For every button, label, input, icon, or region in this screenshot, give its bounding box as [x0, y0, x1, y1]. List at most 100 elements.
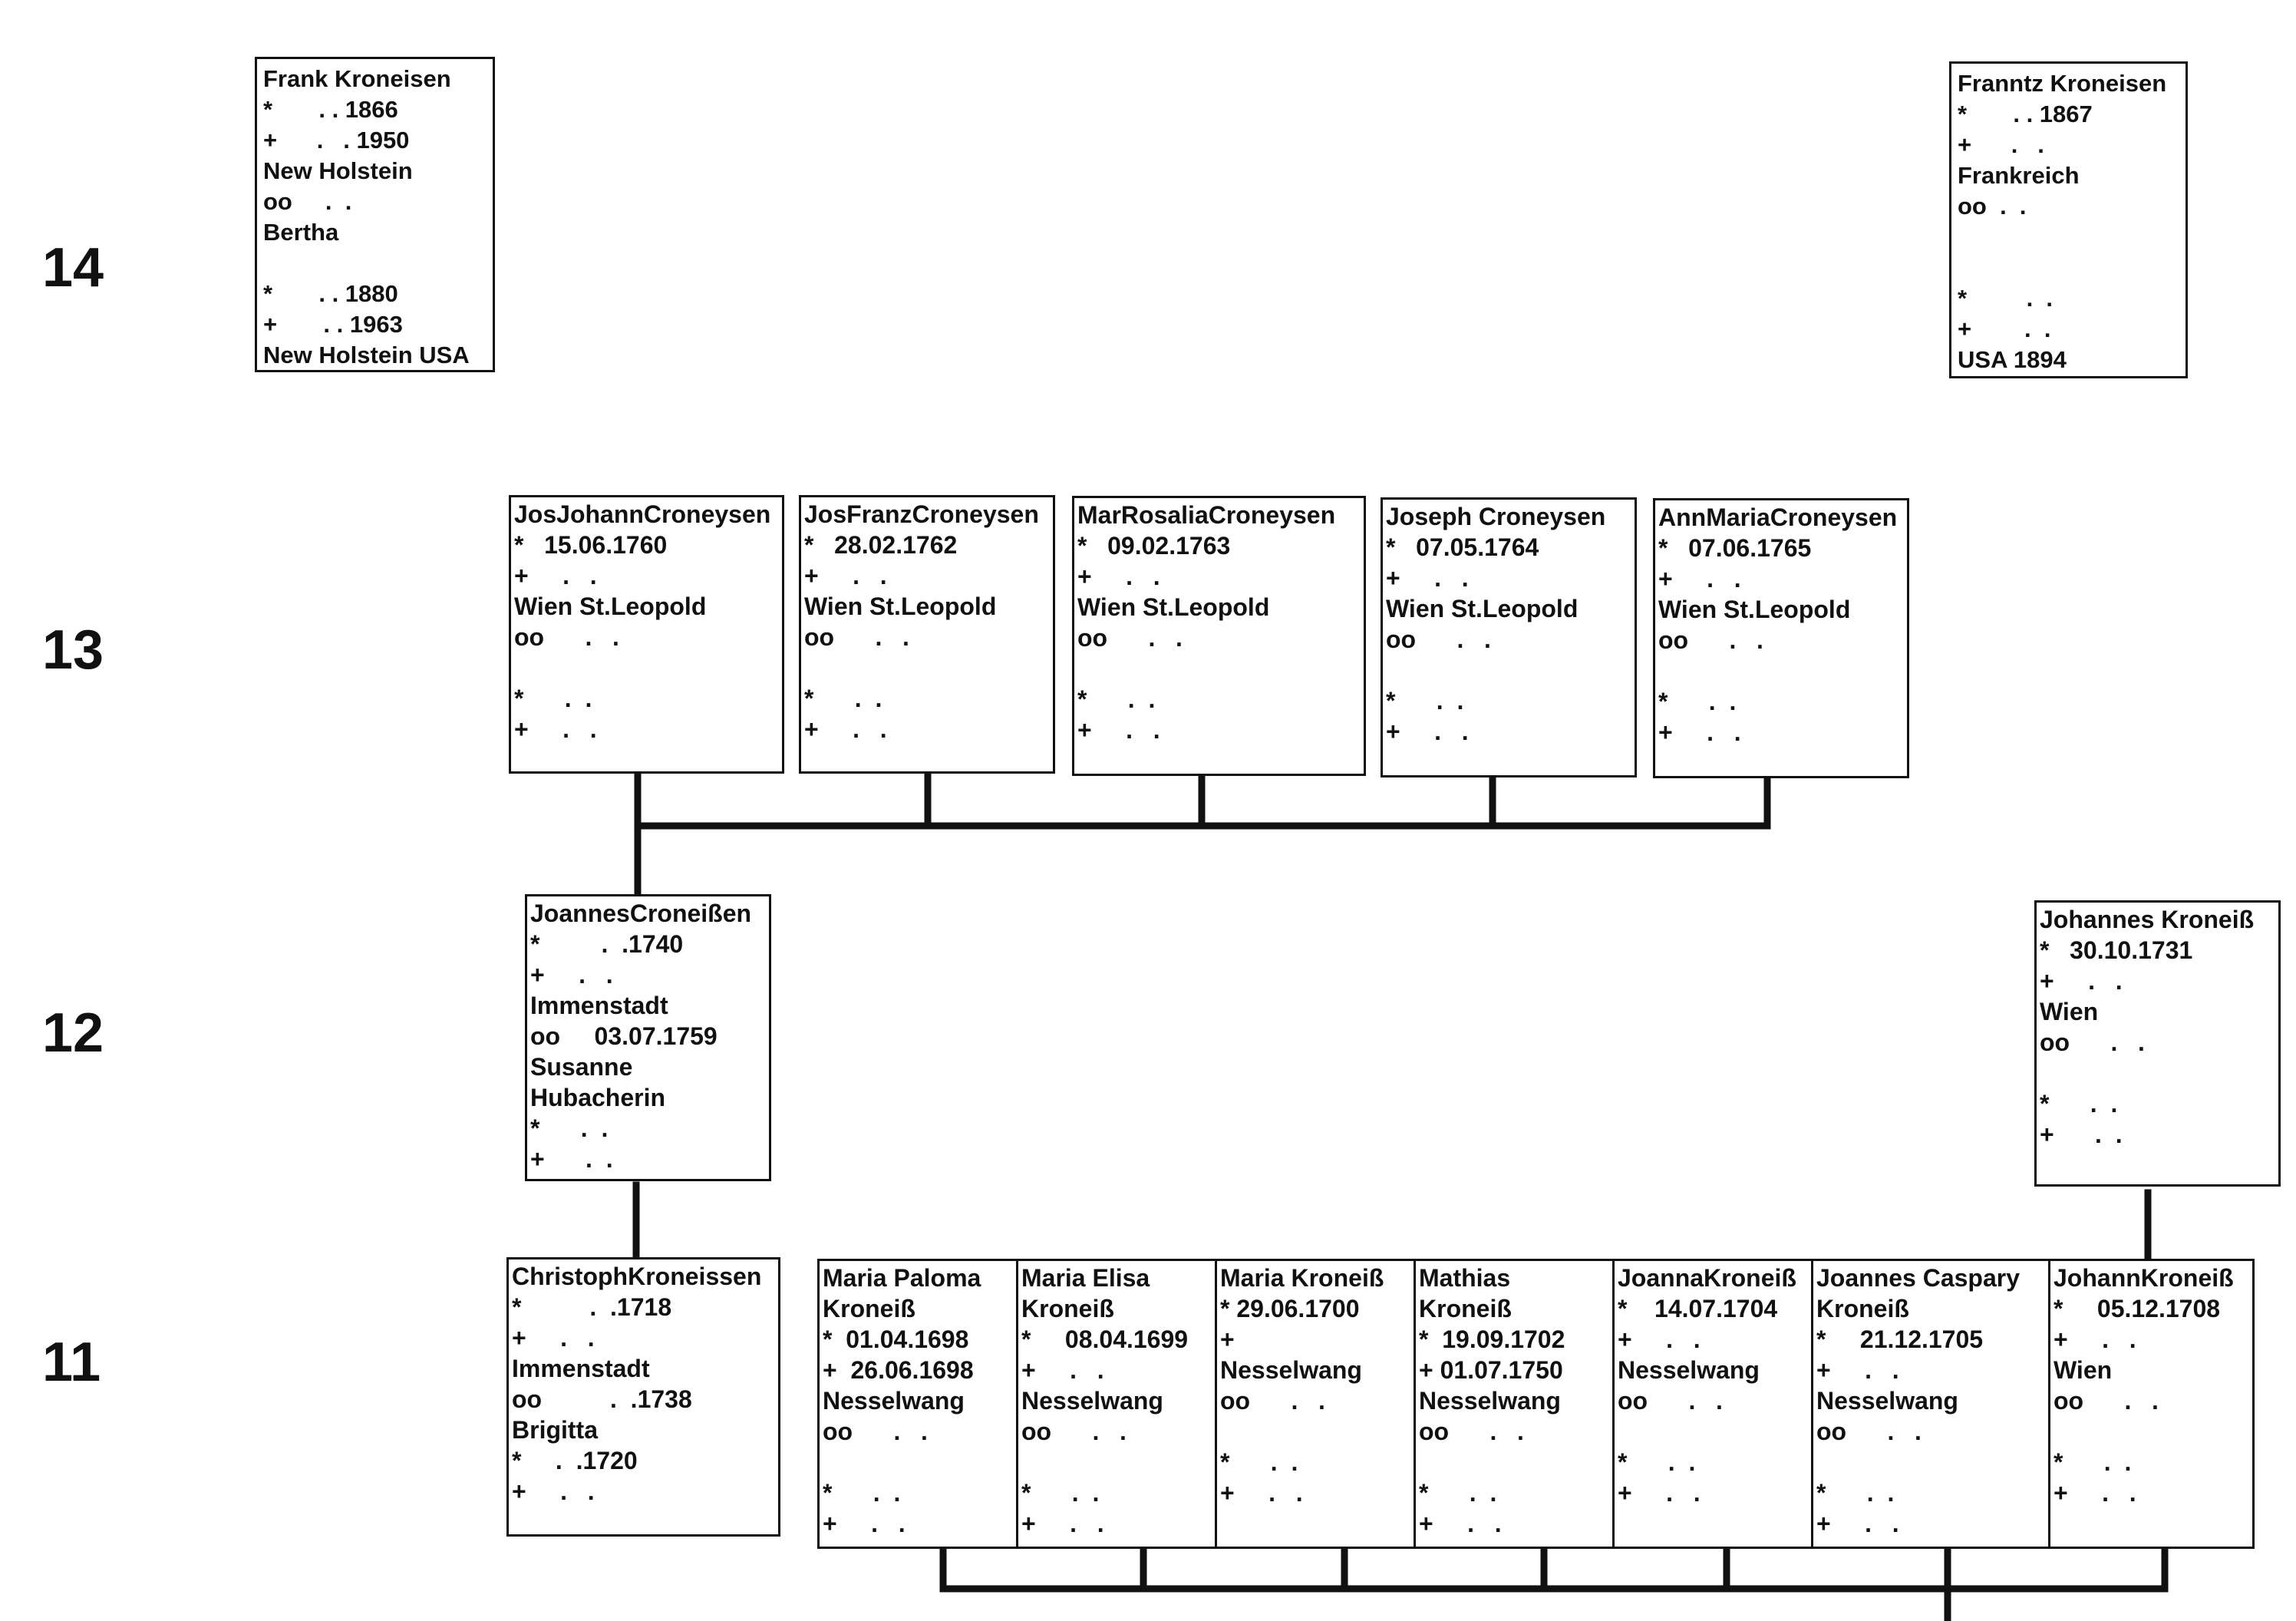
- person-name: JoannesCroneißen: [530, 900, 752, 927]
- person-detail-line: + . .: [1077, 716, 1160, 744]
- person-name: Maria Paloma: [823, 1264, 981, 1292]
- person-card-joanna: JoannaKroneiß* 14.07.1704+ . .Nesselwang…: [1612, 1259, 1813, 1549]
- person-detail-line: Wien: [2054, 1356, 2113, 1384]
- person-name: AnnMariaCroneysen: [1658, 503, 1898, 531]
- person-detail-line: [1386, 655, 1631, 685]
- person-detail-line: + . .: [1816, 1510, 1899, 1537]
- person-detail-line: Nesselwang: [1618, 1356, 1760, 1384]
- person-detail-line: Hubacherin: [530, 1084, 666, 1111]
- person-detail-line: Kroneiß: [1816, 1295, 1909, 1322]
- generation-label-12: 12: [42, 1002, 104, 1064]
- person-detail-line: * . .: [1077, 685, 1156, 713]
- person-detail-line: * . .: [1658, 688, 1737, 715]
- person-card-christoph: ChristophKroneissen* . .1718+ . .Immenst…: [506, 1257, 780, 1537]
- person-detail-line: * . .: [2054, 1448, 2132, 1476]
- person-detail-line: Immenstadt: [530, 992, 668, 1019]
- person-detail-line: [1958, 253, 2179, 283]
- person-detail-line: * 28.02.1762: [804, 531, 958, 559]
- person-detail-line: + . .: [1386, 718, 1469, 745]
- person-name: Joseph Croneysen: [1386, 503, 1606, 530]
- person-detail-line: Kroneiß: [1021, 1295, 1114, 1322]
- person-detail-line: + . .: [1618, 1326, 1701, 1353]
- person-detail-line: * . .: [1021, 1479, 1100, 1507]
- person-detail-line: Wien St.Leopold: [1658, 596, 1851, 623]
- person-detail-line: + . .: [823, 1510, 906, 1537]
- person-detail-line: Wien St.Leopold: [1386, 595, 1578, 622]
- person-detail-line: oo . .: [1816, 1418, 1922, 1445]
- person-name: Franntz Kroneisen: [1958, 70, 2167, 97]
- person-detail-line: + . .: [2054, 1326, 2136, 1353]
- person-detail-line: * . .: [1220, 1448, 1298, 1476]
- person-detail-line: oo . .: [1658, 626, 1763, 654]
- person-detail-line: + . .: [1658, 565, 1741, 593]
- person-detail-line: + . .: [2054, 1479, 2136, 1507]
- person-detail-line: + . . 1963: [263, 311, 403, 338]
- person-detail-line: Wien St.Leopold: [804, 593, 997, 620]
- person-name: Maria Kroneiß: [1220, 1264, 1384, 1292]
- person-detail-line: [514, 652, 779, 683]
- person-detail-line: + . .: [804, 562, 887, 589]
- person-detail-line: oo . .: [804, 623, 909, 651]
- person-detail-line: Wien: [2040, 998, 2099, 1025]
- person-detail-line: [1077, 653, 1361, 684]
- person-detail-line: New Holstein: [263, 157, 413, 184]
- person-detail-line: Nesselwang: [1220, 1356, 1362, 1384]
- person-detail-line: oo . .: [514, 623, 619, 651]
- person-detail-line: * . . 1866: [263, 96, 398, 123]
- person-detail-line: Brigitta: [512, 1416, 598, 1444]
- person-detail-line: Wien St.Leopold: [1077, 593, 1270, 621]
- person-detail-line: Nesselwang: [823, 1387, 965, 1415]
- person-detail-line: + . .: [804, 715, 887, 743]
- person-detail-line: oo . .: [1419, 1418, 1524, 1445]
- person-detail-line: * 15.06.1760: [514, 531, 668, 559]
- person-detail-line: + . .: [1077, 563, 1160, 590]
- person-detail-line: [1021, 1447, 1212, 1477]
- person-detail-line: * . .: [1816, 1479, 1895, 1507]
- person-detail-line: * . .: [514, 685, 592, 712]
- person-detail-line: * . .1718: [512, 1293, 672, 1321]
- person-card-joseph: Joseph Croneysen* 07.05.1764+ . .Wien St…: [1381, 497, 1637, 777]
- person-detail-line: Susanne: [530, 1053, 633, 1081]
- person-name: Joannes Caspary: [1816, 1264, 2021, 1292]
- person-detail-line: * . .: [1618, 1448, 1696, 1476]
- person-detail-line: New Holstein USA: [263, 342, 470, 368]
- person-detail-line: + . .: [1958, 131, 2044, 158]
- generation-label-11: 11: [42, 1332, 101, 1393]
- person-detail-line: + . .: [1958, 315, 2051, 342]
- person-detail-line: oo . .: [1220, 1387, 1325, 1415]
- person-detail-line: oo . .: [2054, 1387, 2159, 1415]
- person-detail-line: + . .: [512, 1324, 595, 1352]
- person-name: MarRosaliaCroneysen: [1077, 501, 1336, 529]
- person-name: Frank Kroneisen: [263, 65, 451, 92]
- person-card-joannes: JoannesCroneißen* . .1740+ . .Immenstadt…: [525, 894, 771, 1181]
- person-card-annmaria: AnnMariaCroneysen* 07.06.1765+ . .Wien S…: [1653, 498, 1909, 778]
- person-detail-line: Wien St.Leopold: [514, 593, 707, 620]
- person-detail-line: Bertha: [263, 219, 339, 246]
- person-detail-line: + . .: [2040, 1121, 2123, 1148]
- person-name: JosFranzCroneysen: [804, 500, 1039, 528]
- person-detail-line: oo 03.07.1759: [530, 1022, 718, 1050]
- person-detail-line: * . .: [530, 1114, 609, 1142]
- person-detail-line: * 09.02.1763: [1077, 532, 1231, 560]
- person-detail-line: [1618, 1416, 1808, 1447]
- person-detail-line: [2054, 1416, 2249, 1447]
- person-detail-line: * 19.09.1702: [1419, 1326, 1565, 1353]
- person-detail-line: + . .: [1658, 718, 1741, 746]
- generation-label-14: 14: [42, 237, 104, 299]
- person-detail-line: * 05.12.1708: [2054, 1295, 2221, 1322]
- person-name: Mathias: [1419, 1264, 1511, 1292]
- person-detail-line: [1658, 655, 1904, 686]
- person-card-marrosalia: MarRosaliaCroneysen * 09.02.1763 + . . Wien…: [1072, 496, 1366, 776]
- person-detail-line: [1816, 1447, 2045, 1477]
- person-detail-line: * . .1740: [530, 930, 684, 958]
- person-card-franntz: Franntz Kroneisen* . . 1867+ . .Frankrei…: [1949, 61, 2188, 378]
- person-detail-line: [1958, 222, 2179, 253]
- person-card-josfranz: JosFranzCroneysen * 28.02.1762 + . . Wien S…: [799, 495, 1055, 774]
- person-detail-line: + . .: [1816, 1356, 1899, 1384]
- person-detail-line: [263, 248, 487, 279]
- person-detail-line: * . .: [823, 1479, 901, 1507]
- person-detail-line: +: [1220, 1326, 1235, 1353]
